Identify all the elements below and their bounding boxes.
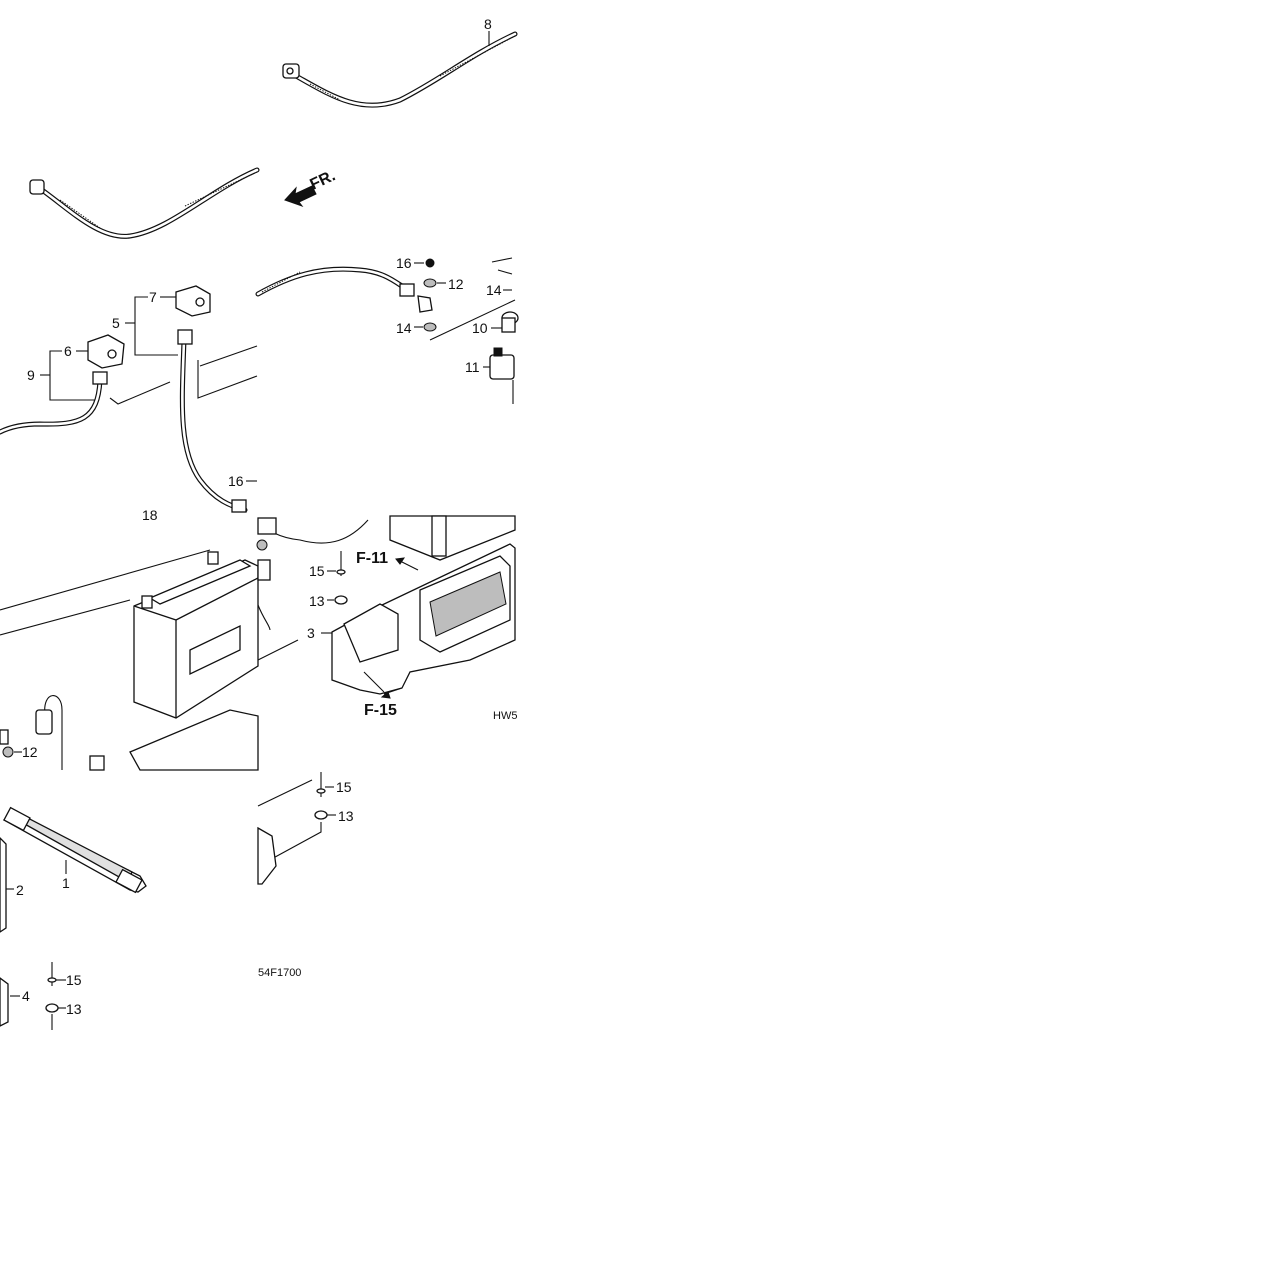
cable-relay xyxy=(255,266,433,313)
battery-item-2 xyxy=(133,551,259,719)
callout-10: 10 xyxy=(472,320,488,336)
connector-sensor xyxy=(35,695,63,770)
washer-13-bottom xyxy=(45,1003,59,1013)
diagram-code-left: HW5 xyxy=(493,710,517,722)
callout-2: 2 xyxy=(16,882,24,898)
callout-14-right: 14 xyxy=(486,282,502,298)
relay-item-11 xyxy=(489,347,515,380)
callout-12-lower: 12 xyxy=(22,744,38,760)
cable-item-9 xyxy=(0,371,108,435)
callout-12-top: 12 xyxy=(448,276,464,292)
battery-case xyxy=(129,709,259,771)
cable-item-5 xyxy=(177,329,248,513)
cable-upper-left xyxy=(29,167,260,239)
bolt-15-bottom xyxy=(47,962,57,986)
callout-4: 4 xyxy=(22,988,30,1004)
callout-9: 9 xyxy=(27,367,35,383)
callout-11: 11 xyxy=(465,359,480,375)
washer-13-right xyxy=(314,810,328,820)
callout-14-left: 14 xyxy=(396,320,412,336)
battery-band-item-1 xyxy=(2,806,147,894)
front-direction-label: FR. xyxy=(308,167,339,193)
washer-12 xyxy=(423,278,437,288)
relay-item-10 xyxy=(501,311,519,333)
box-foot-right xyxy=(257,826,277,885)
callout-15-mid: 15 xyxy=(309,563,325,579)
washer-14 xyxy=(423,322,437,332)
callout-6: 6 xyxy=(64,343,72,359)
callout-15-right: 15 xyxy=(336,779,352,795)
callout-5: 5 xyxy=(112,315,120,331)
terminal-cover-7 xyxy=(175,285,211,317)
callout-13-bottom: 13 xyxy=(66,1001,82,1017)
callout-7: 7 xyxy=(149,289,157,305)
front-direction-arrow xyxy=(284,185,317,208)
callout-8: 8 xyxy=(484,16,492,32)
ref-f11: F-11 xyxy=(356,550,388,567)
callout-3: 3 xyxy=(307,625,315,641)
callout-13-mid: 13 xyxy=(309,593,325,609)
callout-13-right: 13 xyxy=(338,808,354,824)
callout-18: 18 xyxy=(142,507,158,523)
cable-item-8 xyxy=(282,31,518,108)
ref-f15: F-15 xyxy=(364,702,397,719)
callout-16-top: 16 xyxy=(396,255,412,271)
washer-12-lower xyxy=(2,746,14,758)
bolt-15-mid xyxy=(336,551,346,576)
washer-13-mid xyxy=(334,595,348,605)
battery-box-item-3 xyxy=(331,515,516,695)
bolt-15-right xyxy=(316,772,326,797)
terminal-cover-6 xyxy=(87,334,125,369)
nut-16 xyxy=(425,258,435,268)
bracket-item-4 xyxy=(0,977,9,1027)
callout-15-bottom: 15 xyxy=(66,972,82,988)
diagram-code-right: 54F1700 xyxy=(258,967,301,979)
callout-16-left: 16 xyxy=(228,473,244,489)
callout-1: 1 xyxy=(62,875,70,891)
battery-edge xyxy=(0,837,7,933)
